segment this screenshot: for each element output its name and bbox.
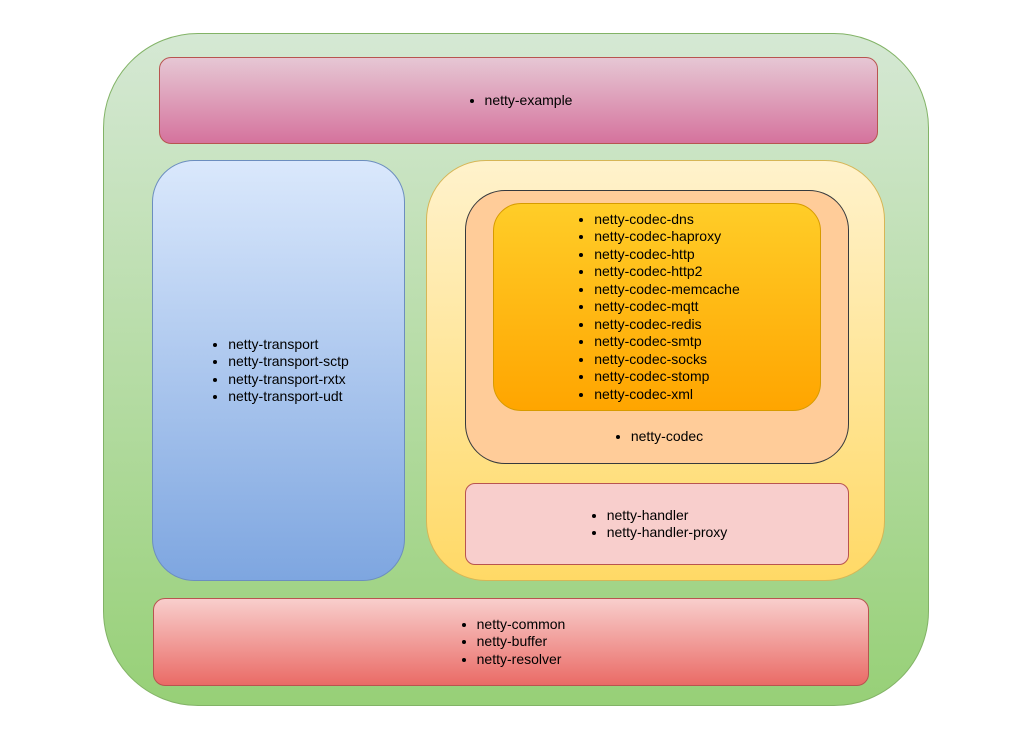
module-item: netty-codec-dns [594,211,740,229]
example-module-box: netty-example [159,57,878,144]
codec-module-list: netty-codec [611,428,703,446]
codec-submodules-list: netty-codec-dns netty-codec-haproxy nett… [574,211,740,404]
module-item: netty-transport-udt [228,388,349,406]
module-item: netty-transport [228,336,349,354]
handler-module-box: netty-handler netty-handler-proxy [465,483,849,565]
module-item: netty-transport-rxtx [228,371,349,389]
module-item: netty-codec-xml [594,386,740,404]
module-item: netty-resolver [477,651,566,669]
common-module-list: netty-common netty-buffer netty-resolver [457,616,566,669]
module-item: netty-codec-memcache [594,281,740,299]
common-module-box: netty-common netty-buffer netty-resolver [153,598,869,686]
module-item: netty-codec-haproxy [594,228,740,246]
handler-module-list: netty-handler netty-handler-proxy [587,507,728,542]
module-item: netty-codec-http [594,246,740,264]
module-item: netty-handler [607,507,728,525]
module-item: netty-codec [631,428,703,446]
transport-module-list: netty-transport netty-transport-sctp net… [208,336,349,406]
module-item: netty-buffer [477,633,566,651]
module-item: netty-codec-redis [594,316,740,334]
module-item: netty-example [485,92,573,110]
module-item: netty-codec-mqtt [594,298,740,316]
module-item: netty-codec-socks [594,351,740,369]
module-item: netty-transport-sctp [228,353,349,371]
module-item: netty-codec-stomp [594,368,740,386]
module-item: netty-codec-http2 [594,263,740,281]
module-item: netty-codec-smtp [594,333,740,351]
transport-module-box: netty-transport netty-transport-sctp net… [152,160,405,581]
module-item: netty-handler-proxy [607,524,728,542]
example-module-list: netty-example [465,92,573,110]
codec-submodules-box: netty-codec-dns netty-codec-haproxy nett… [493,203,821,411]
module-item: netty-common [477,616,566,634]
